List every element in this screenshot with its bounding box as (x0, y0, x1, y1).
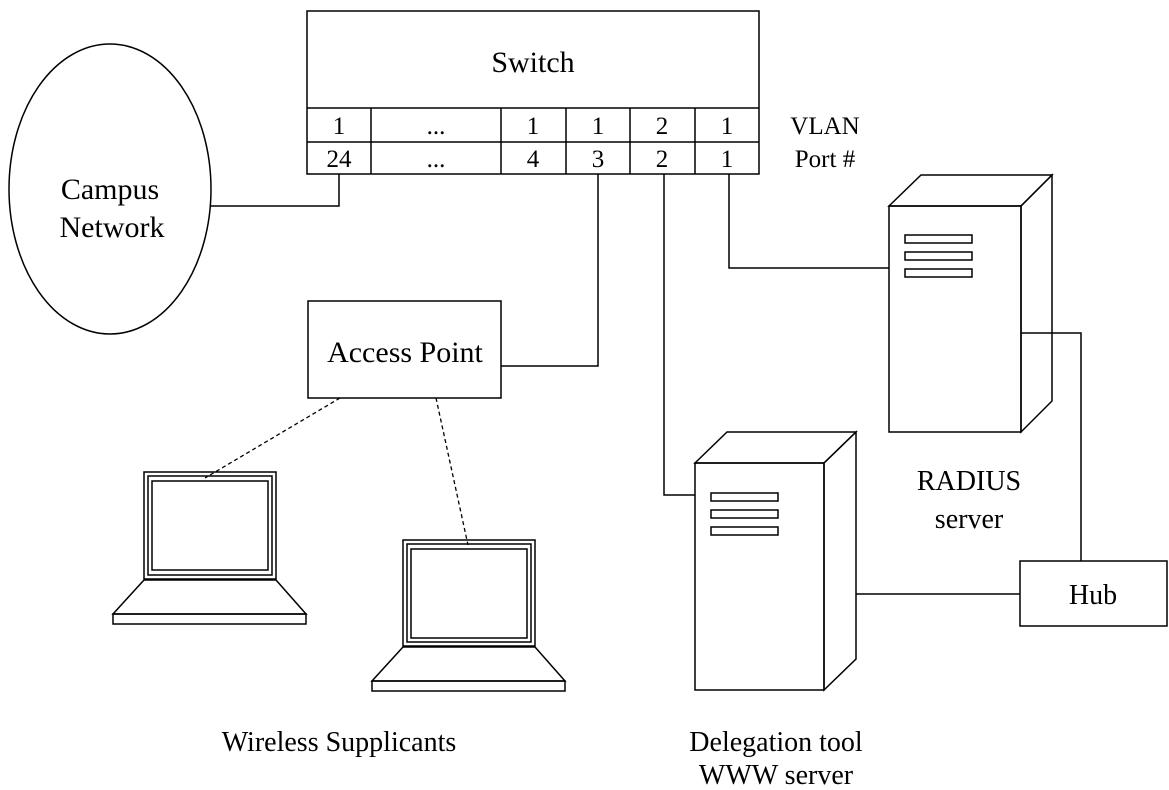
vlan-cell: 2 (656, 113, 669, 140)
campus-link (211, 174, 340, 207)
vlan-row-label: VLAN (790, 113, 859, 140)
hub: Hub (1019, 560, 1168, 627)
campus-network-label: Campus (61, 173, 159, 206)
campus-network-label: Network (60, 211, 165, 244)
access-point-box (307, 300, 502, 399)
laptop-icon (370, 539, 567, 692)
vlan-cell: 1 (721, 113, 734, 140)
port-cell: 24 (327, 146, 353, 173)
vlan-cell: 1 (592, 113, 605, 140)
laptop-icon (111, 471, 308, 625)
hub-label: Hub (1069, 580, 1117, 611)
port-row-label: Port # (795, 146, 856, 173)
campus-network-ellipse (8, 43, 212, 335)
port-cell: 3 (592, 146, 605, 173)
server-icon (887, 173, 1054, 434)
vlan-cell: ... (427, 113, 446, 140)
access-point-label: Access Point (327, 336, 483, 369)
server-icon (693, 430, 858, 692)
radius-server-label: server (935, 504, 1004, 535)
switch-title: Switch (491, 46, 574, 79)
switch-box (306, 10, 760, 175)
switch: Switch 1 ... 1 1 2 1 24 ... 4 3 2 1 VLAN… (306, 10, 860, 175)
access-point: Access Point (307, 300, 502, 399)
vlan-cell: 1 (333, 113, 346, 140)
port-cell: 2 (656, 146, 669, 173)
vlan-cell: 1 (527, 113, 540, 140)
access-point-link (501, 174, 599, 367)
port-cell: 1 (721, 146, 734, 173)
delegation-server-label: WWW server (699, 760, 854, 790)
port-cell: 4 (527, 146, 540, 173)
wireless-link (204, 397, 341, 479)
wireless-supplicants-label: Wireless Supplicants (222, 727, 457, 758)
connections (211, 174, 1082, 595)
hub-box (1019, 560, 1168, 627)
wireless-link (435, 397, 469, 546)
delegation-server-label: Delegation tool (689, 727, 863, 758)
campus-network: Campus Network (8, 43, 212, 335)
radius-server-label: RADIUS (917, 466, 1021, 497)
radius-link (728, 174, 889, 269)
radius-hub-link (1021, 332, 1082, 561)
port-cell: ... (427, 146, 446, 173)
www-server-link (663, 174, 695, 496)
